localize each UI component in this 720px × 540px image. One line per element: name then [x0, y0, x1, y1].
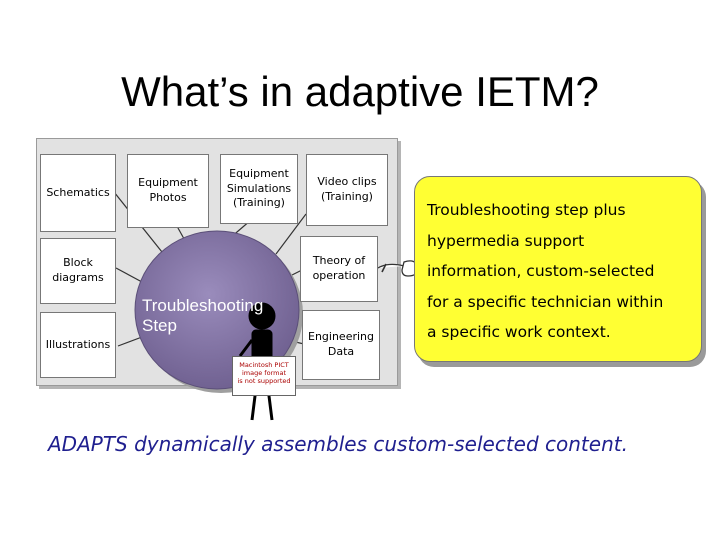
node-schematics: Schematics: [40, 154, 116, 232]
slide-title: What’s in adaptive IETM?: [121, 68, 599, 115]
callout-line-1: Troubleshooting step plus: [427, 201, 626, 219]
node-video-clips: Video clips (Training): [306, 154, 388, 226]
callout-line-4: for a specific technician within: [427, 292, 664, 311]
node-illustrations: Illustrations: [40, 312, 116, 378]
unsupported-image-sign: Macintosh PICT image format is not suppo…: [232, 356, 296, 396]
node-label: Equipment Photos: [138, 176, 198, 204]
node-block-diagrams: Block diagrams: [40, 238, 116, 304]
node-equipment-photos: Equipment Photos: [127, 154, 209, 228]
callout-line-5: a specific work context.: [427, 323, 611, 341]
callout-line-2: hypermedia support: [427, 231, 585, 250]
hub-label: Troubleshooting Step: [142, 296, 264, 336]
node-engineering-data: Engineering Data: [302, 310, 380, 380]
node-label: Video clips (Training): [317, 175, 377, 203]
node-label: Engineering Data: [308, 330, 374, 358]
node-label: Illustrations: [45, 337, 111, 351]
description-callout: Troubleshooting step plus hypermedia sup…: [414, 176, 702, 362]
node-equipment-simulations: Equipment Simulations (Training): [220, 154, 298, 224]
node-label: Block diagrams: [52, 256, 104, 284]
node-label: Theory of operation: [312, 254, 366, 282]
node-label: Equipment Simulations (Training): [226, 166, 292, 210]
node-theory-of-operation: Theory of operation: [300, 236, 378, 302]
callout-line-3: information, custom-selected: [427, 262, 655, 280]
caption: ADAPTS dynamically assembles custom-sele…: [48, 432, 628, 456]
node-label: Schematics: [46, 185, 110, 199]
